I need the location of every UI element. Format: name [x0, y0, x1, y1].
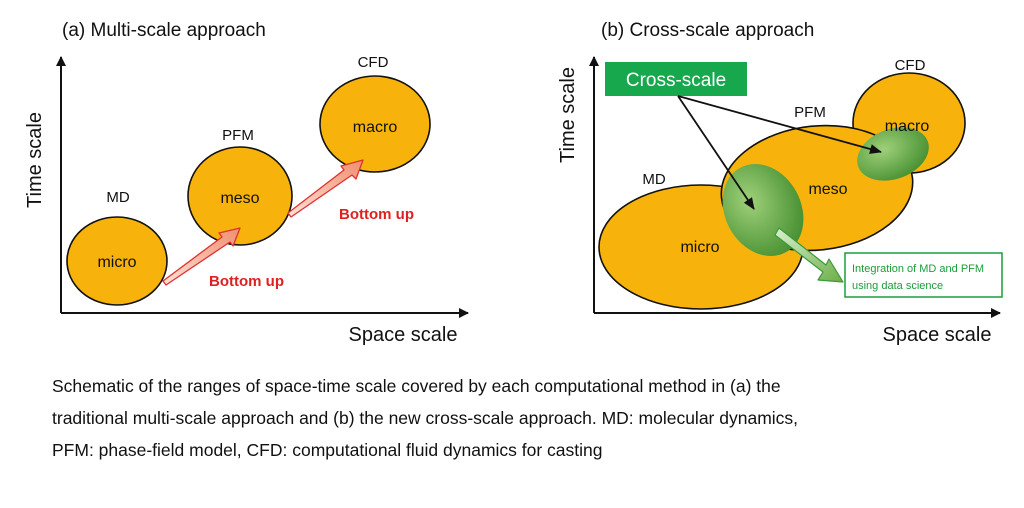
diagram: (a) Multi-scale approach Time scale Spac… — [24, 20, 1003, 346]
panel-b-overlap-pfm-cfd — [857, 127, 929, 181]
panel-a-meso-bubble — [187, 146, 293, 246]
panel-b-integration-arrow — [774, 227, 844, 283]
panel-a-bottom-up-label-1: Bottom up — [209, 273, 284, 290]
panel-b-cross-scale-arrow-2 — [677, 95, 882, 154]
panel-b-integration-label-line-2: using data science — [852, 280, 943, 292]
panel-b-macro-label: macro — [885, 118, 930, 135]
panel-b: (b) Cross-scale approach Time scale Spac… — [557, 20, 1003, 346]
panel-a-macro-label: macro — [353, 119, 398, 136]
panel-a-x-axis-label: Space scale — [349, 324, 458, 346]
panel-a-micro-label: micro — [97, 254, 136, 271]
panel-b-cross-scale-arrow-1 — [677, 95, 755, 210]
figure-caption: Schematic of the ranges of space-time sc… — [52, 370, 1012, 466]
panel-b-md-label: MD — [642, 171, 665, 188]
panel-b-integration-label-line-1: Integration of MD and PFM — [852, 263, 984, 275]
panel-b-title: (b) Cross-scale approach — [601, 20, 814, 41]
caption-line-2: traditional multi-scale approach and (b)… — [52, 408, 799, 428]
panel-b-integration-box — [844, 252, 1003, 298]
caption-line-3: PFM: phase-field model, CFD: computation… — [52, 440, 603, 460]
panel-b-y-axis-label: Time scale — [557, 67, 579, 163]
panel-a-cfd-label: CFD — [358, 54, 389, 71]
panel-b-cross-scale-box — [605, 62, 747, 96]
panel-b-pfm-label: PFM — [794, 104, 826, 121]
panel-a-macro-bubble — [319, 75, 431, 173]
panel-a-bottom-up-label-2: Bottom up — [339, 206, 414, 223]
panel-a-y-axis-label: Time scale — [24, 112, 46, 208]
panel-a-md-label: MD — [106, 189, 129, 206]
panel-a-title: (a) Multi-scale approach — [62, 20, 266, 41]
panel-b-x-axis-label: Space scale — [883, 324, 992, 346]
panel-b-cfd-label: CFD — [895, 57, 926, 74]
caption-line-1: Schematic of the ranges of space-time sc… — [52, 376, 781, 396]
panel-b-cross-scale-label: Cross-scale — [626, 70, 726, 91]
panel-a: (a) Multi-scale approach Time scale Spac… — [24, 20, 469, 346]
panel-a-bottom-up-arrow-1 — [162, 227, 241, 286]
panel-a-pfm-label: PFM — [222, 127, 254, 144]
panel-a-bottom-up-arrow-2 — [287, 159, 364, 218]
panel-a-micro-bubble — [66, 216, 168, 306]
panel-b-micro-label: micro — [680, 239, 719, 256]
panel-a-meso-label: meso — [220, 190, 259, 207]
panel-b-meso-label: meso — [808, 181, 847, 198]
